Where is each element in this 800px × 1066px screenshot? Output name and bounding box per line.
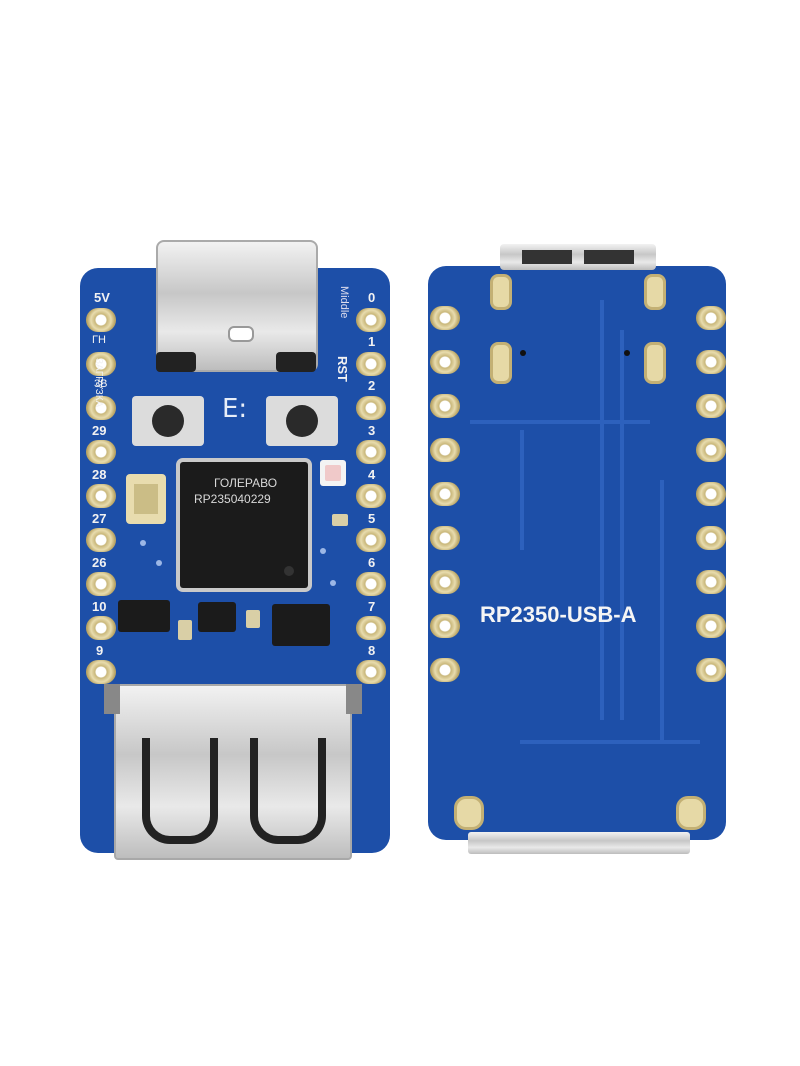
- mosfet-chip: [198, 602, 236, 632]
- label-2: 2: [368, 378, 376, 393]
- label-4: 4: [368, 467, 376, 482]
- via: [140, 540, 146, 546]
- mounting-slot: [644, 274, 666, 310]
- label-10: 10: [92, 599, 107, 614]
- pad-26: [86, 572, 116, 596]
- mounting-slot: [490, 274, 512, 310]
- back-pad-left: [430, 438, 460, 462]
- boot-button-cap: [152, 405, 184, 437]
- capacitor: [178, 620, 192, 640]
- pcb-trace: [620, 330, 624, 720]
- pad-8: [356, 660, 386, 684]
- via: [520, 350, 526, 356]
- pad-5v: [86, 308, 116, 332]
- label-28: 28: [92, 467, 107, 482]
- regulator-chip: [118, 600, 170, 632]
- via: [330, 580, 336, 586]
- usb-a-back: [468, 832, 690, 854]
- label-3: 3: [368, 423, 376, 438]
- back-pad-right: [696, 658, 726, 682]
- label-gnd: ГН: [92, 334, 106, 346]
- back-pad-right: [696, 570, 726, 594]
- mounting-slot: [676, 796, 706, 830]
- label-0: 0: [368, 290, 376, 305]
- back-pad-left: [430, 394, 460, 418]
- pad-28: [86, 484, 116, 508]
- middle-label: Middle: [338, 286, 350, 319]
- label-3v: 3В: [94, 378, 108, 390]
- back-pad-left: [430, 570, 460, 594]
- usb-c-connector: [156, 240, 318, 372]
- back-pad-right: [696, 306, 726, 330]
- back-pad-right: [696, 394, 726, 418]
- back-pad-left: [430, 350, 460, 374]
- e-mark: E:: [222, 394, 248, 424]
- pad-2: [356, 396, 386, 420]
- chip-line2: RP235040229: [194, 492, 271, 506]
- back-pad-right: [696, 350, 726, 374]
- pcb-trace: [520, 430, 524, 550]
- pad-1: [356, 352, 386, 376]
- capacitor: [246, 610, 260, 628]
- via: [156, 560, 162, 566]
- boot-button: [132, 396, 204, 446]
- pad-29: [86, 440, 116, 464]
- back-pad-right: [696, 614, 726, 638]
- via: [320, 548, 326, 554]
- usb-c-back: [500, 244, 656, 270]
- pad-3: [356, 440, 386, 464]
- pad-gnd: [86, 352, 116, 376]
- via: [624, 350, 630, 356]
- back-pad-left: [430, 526, 460, 550]
- label-5: 5: [368, 511, 376, 526]
- label-5v: 5V: [94, 290, 110, 305]
- crystal: [126, 474, 166, 524]
- rgb-led: [320, 460, 346, 486]
- mounting-slot: [454, 796, 484, 830]
- pcb-trace: [600, 300, 604, 720]
- pad-0: [356, 308, 386, 332]
- back-pcb: [428, 266, 726, 840]
- boot-label: ЗАГРУЗКА: [93, 358, 104, 408]
- pad-7: [356, 616, 386, 640]
- pad-9: [86, 660, 116, 684]
- pcb-trace: [520, 740, 700, 744]
- label-27: 27: [92, 511, 107, 526]
- rst-label: RST: [335, 356, 350, 382]
- label-9: 9: [96, 643, 104, 658]
- back-pad-right: [696, 482, 726, 506]
- label-26: 26: [92, 555, 107, 570]
- back-pad-left: [430, 482, 460, 506]
- pad-27: [86, 528, 116, 552]
- pcb-trace: [660, 480, 664, 740]
- label-7: 7: [368, 599, 376, 614]
- label-8: 8: [368, 643, 376, 658]
- mounting-slot: [644, 342, 666, 384]
- pad-3v: [86, 396, 116, 420]
- capacitor: [332, 514, 348, 526]
- label-6: 6: [368, 555, 376, 570]
- reset-button-cap: [286, 405, 318, 437]
- back-pad-left: [430, 658, 460, 682]
- chip-line1: ГОЛЕРАВО: [214, 476, 278, 490]
- label-29: 29: [92, 423, 107, 438]
- pad-6: [356, 572, 386, 596]
- label-1: 1: [368, 334, 376, 349]
- usb-a-connector: [104, 684, 362, 860]
- back-pad-right: [696, 526, 726, 550]
- power-switch-chip: [272, 604, 330, 646]
- back-pad-right: [696, 438, 726, 462]
- pad-10: [86, 616, 116, 640]
- board-name-label: RP2350-USB-A: [480, 602, 637, 627]
- pcb-trace: [470, 420, 650, 424]
- reset-button: [266, 396, 338, 446]
- pad-4: [356, 484, 386, 508]
- pad-5: [356, 528, 386, 552]
- mounting-slot: [490, 342, 512, 384]
- rp2350-chip: ГОЛЕРАВО RP235040229: [180, 462, 308, 588]
- back-pad-left: [430, 306, 460, 330]
- back-pad-left: [430, 614, 460, 638]
